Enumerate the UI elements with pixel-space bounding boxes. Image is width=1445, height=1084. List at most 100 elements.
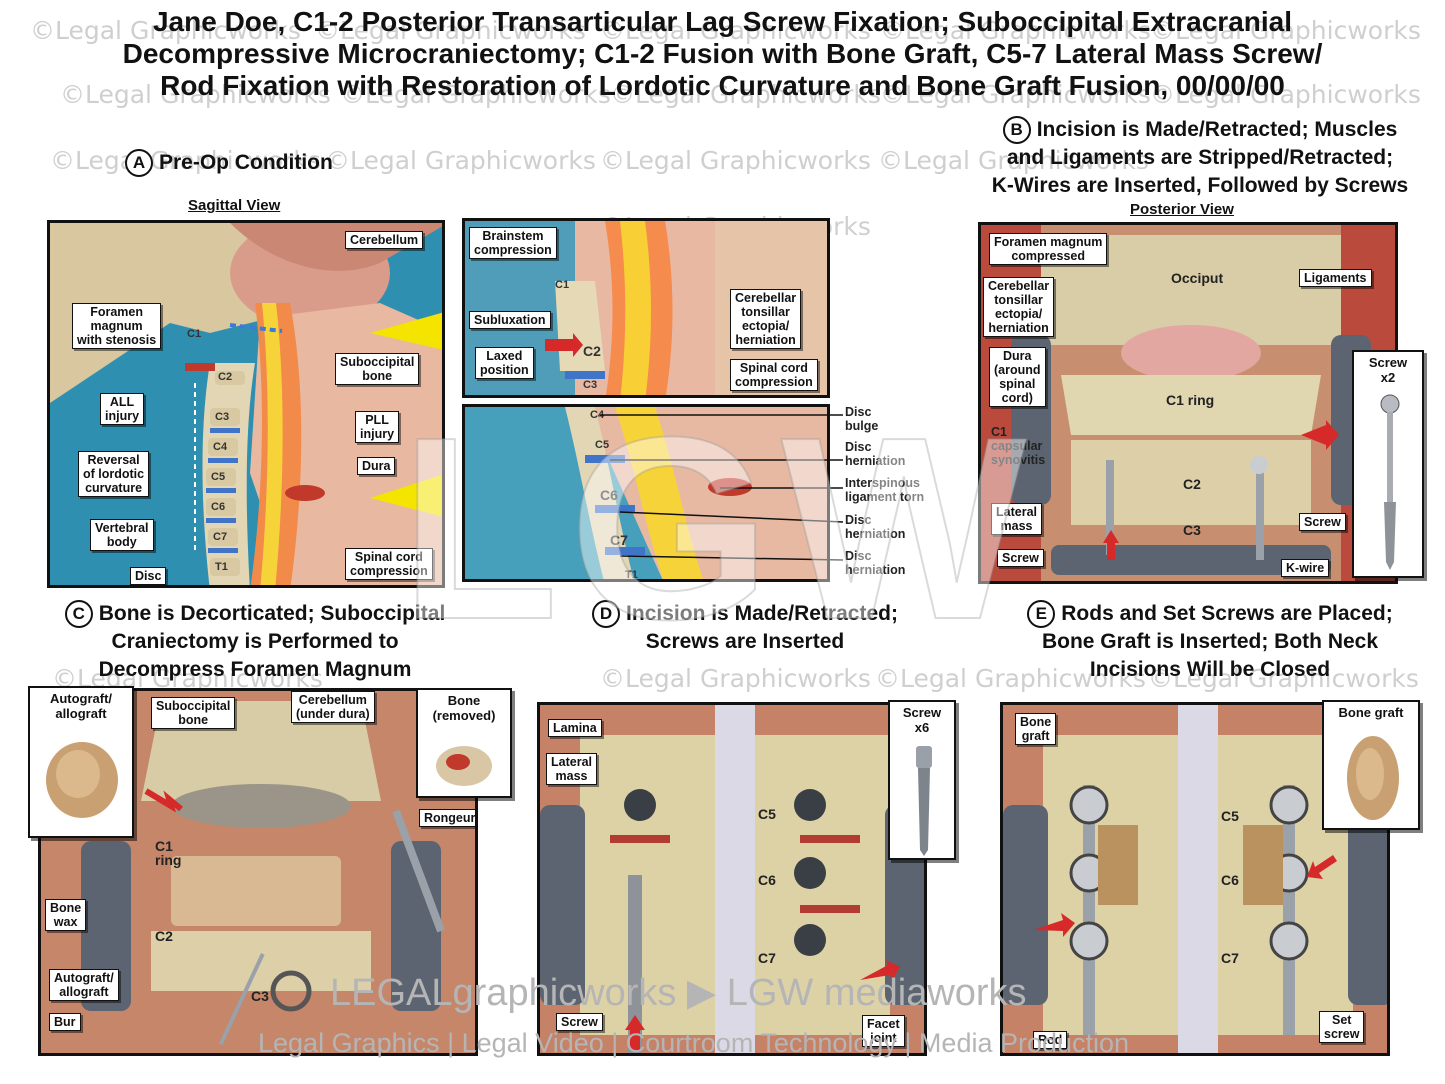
label-line: Interspinous bbox=[845, 476, 921, 490]
label-line: joint bbox=[870, 1031, 897, 1045]
label-lateral-mass: Lateral mass bbox=[991, 503, 1042, 535]
level-c5: C5 bbox=[758, 806, 776, 822]
label-line: Foramen bbox=[90, 305, 143, 319]
level-c2: C2 bbox=[155, 928, 173, 944]
bone-graft-caption: Bone graft bbox=[1338, 705, 1404, 720]
label-line: compression bbox=[474, 243, 552, 257]
label-line: ALL bbox=[109, 395, 135, 409]
screw-x6-caption: Screw x6 bbox=[890, 705, 954, 735]
label-line: body bbox=[106, 535, 137, 549]
level-c3: C3 bbox=[215, 411, 230, 423]
label-occiput: Occiput bbox=[1171, 270, 1224, 286]
level-c2: C2 bbox=[583, 343, 601, 359]
label-disc: Disc bbox=[130, 567, 167, 585]
label-line: bone bbox=[178, 713, 209, 727]
label-line: x6 bbox=[914, 720, 930, 735]
lgw-watermark: LGW bbox=[399, 383, 1037, 675]
label-line: graft bbox=[1021, 729, 1050, 743]
label-line: Disc bbox=[845, 549, 872, 563]
label-cerebellar-tonsillar-herniation: Cerebellar tonsillar ectopia/ herniation bbox=[983, 277, 1055, 337]
label-line: with stenosis bbox=[77, 333, 157, 347]
label-line: Suboccipital bbox=[156, 699, 231, 713]
label-spinal-cord-compression: Spinal cord compression bbox=[345, 548, 433, 580]
label-line: compression bbox=[350, 564, 428, 578]
label-foramen-magnum: Foramen magnum with stenosis bbox=[72, 303, 162, 349]
footer-tagline: Legal Graphics | Legal Video | Courtroom… bbox=[258, 1028, 1130, 1058]
bone-removed-inset: Bone (removed) bbox=[416, 688, 512, 798]
watermark: ©Legal Graphicworks bbox=[315, 16, 586, 45]
label-line: Screw bbox=[1368, 355, 1408, 370]
label-line: (around bbox=[994, 363, 1041, 377]
sagittal-view-label: Sagittal View bbox=[188, 197, 281, 214]
label-rongeur: Rongeur bbox=[419, 809, 475, 827]
autograft-inset: Autograft/ allograft bbox=[28, 686, 134, 838]
watermark: ©Legal Graphicworks bbox=[600, 664, 871, 693]
label-line: Screw bbox=[902, 705, 942, 720]
label-line: mass bbox=[555, 769, 588, 783]
level-c5: C5 bbox=[595, 439, 610, 451]
screw-icon bbox=[916, 746, 932, 856]
label-line: of lordotic bbox=[83, 467, 145, 481]
label-line: herniation bbox=[735, 333, 796, 347]
label-line: capsular bbox=[991, 439, 1043, 453]
section-a-letter: A bbox=[125, 149, 153, 178]
label-line: C1 bbox=[991, 425, 1007, 439]
watermark: ©Legal Graphicworks bbox=[60, 80, 331, 109]
label-line: Autograft/ bbox=[54, 971, 114, 985]
label-line: Cerebellar bbox=[735, 291, 797, 305]
page-title: Jane Doe, C1-2 Posterior Transarticular … bbox=[0, 6, 1445, 102]
label-reversal-lordotic: Reversal of lordotic curvature bbox=[78, 451, 150, 497]
label-line: C1 bbox=[155, 838, 173, 854]
level-c3: C3 bbox=[1183, 522, 1201, 538]
label-line: Laxed bbox=[486, 349, 523, 363]
screw-x6-inset: Screw x6 bbox=[888, 700, 956, 860]
label-c1-ring: C1 ring bbox=[155, 839, 181, 867]
watermark: ©Legal Graphicworks bbox=[1150, 80, 1421, 109]
section-c-line: Bone is Decorticated; Suboccipital bbox=[98, 602, 446, 625]
lower-zoom-illustration bbox=[465, 407, 827, 579]
level-c3: C3 bbox=[583, 379, 598, 391]
watermark: ©Legal Graphicworks bbox=[610, 80, 881, 109]
level-c4: C4 bbox=[213, 441, 228, 453]
section-d-line: Incision is Made/Retracted; bbox=[626, 602, 898, 625]
section-c-line: Decompress Foramen Magnum bbox=[98, 658, 412, 682]
label-line: Spinal cord bbox=[739, 361, 808, 375]
panel-e-rods: Bone graft C5 C6 C7 Rod Set screw bbox=[1000, 702, 1390, 1056]
level-c7: C7 bbox=[1221, 950, 1239, 966]
label-bone-graft: Bone graft bbox=[1015, 713, 1057, 745]
label-k-wire: K-wire bbox=[1281, 559, 1330, 577]
label-line: tonsillar bbox=[994, 293, 1043, 307]
level-c7: C7 bbox=[758, 950, 776, 966]
screw-icon bbox=[1380, 394, 1400, 570]
label-line: herniation bbox=[988, 321, 1049, 335]
panel-b-posterior: Foramen magnum compressed Occiput Ligame… bbox=[978, 222, 1398, 584]
level-c2: C2 bbox=[218, 371, 233, 383]
level-t1: T1 bbox=[625, 569, 638, 581]
label-ligaments: Ligaments bbox=[1299, 269, 1372, 287]
label-line: PLL bbox=[365, 413, 389, 427]
screws-illustration bbox=[540, 705, 924, 1053]
label-cerebellum-under-dura: Cerebellum (under dura) bbox=[291, 691, 375, 723]
removed-bone-icon bbox=[436, 746, 492, 786]
label-lateral-mass: Lateral mass bbox=[546, 753, 597, 785]
autograft-caption: Autograft/ allograft bbox=[30, 691, 132, 721]
label-lamina: Lamina bbox=[548, 719, 602, 737]
label-c1-ring: C1 ring bbox=[1166, 392, 1215, 408]
label-line: injury bbox=[105, 409, 140, 423]
section-b-letter: B bbox=[1002, 116, 1031, 145]
label-line: wax bbox=[53, 915, 78, 929]
label-line: spinal bbox=[999, 377, 1036, 391]
bone-removed-caption: Bone (removed) bbox=[418, 693, 510, 723]
label-line: magnum bbox=[90, 319, 143, 333]
label-line: ring bbox=[155, 852, 182, 868]
label-line: position bbox=[480, 363, 529, 377]
label-line: Cerebellum bbox=[298, 693, 367, 707]
label-screw: Screw bbox=[1299, 513, 1346, 531]
label-pll-injury: PLL injury bbox=[355, 411, 400, 443]
